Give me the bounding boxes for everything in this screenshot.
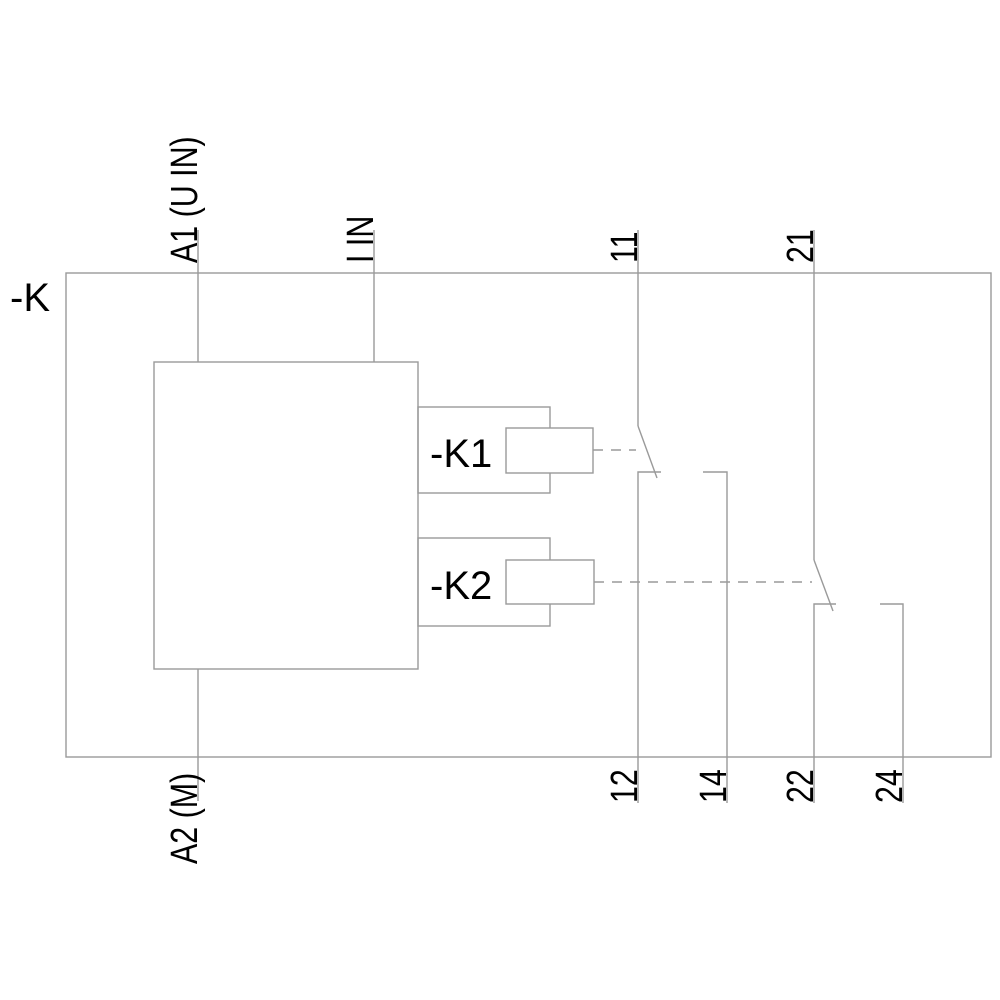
main-block xyxy=(153,361,419,670)
device-label: -K xyxy=(10,276,50,320)
terminal-label-22: 22 xyxy=(780,769,822,803)
terminal-line-12 xyxy=(637,471,661,803)
terminal-line-22 xyxy=(813,603,836,803)
device-outline xyxy=(65,272,992,758)
terminal-label-a1: A1 (U IN) xyxy=(164,136,206,263)
contact-k1-switch-arm xyxy=(637,425,658,479)
terminal-label-14: 14 xyxy=(693,769,735,803)
terminal-label-a2: A2 (M) xyxy=(164,772,206,864)
terminal-line-24 xyxy=(880,603,904,803)
terminal-label-iin: I IN xyxy=(340,215,382,263)
relay-k1-coil-box xyxy=(505,427,594,474)
terminal-label-12: 12 xyxy=(604,769,646,803)
terminal-label-24: 24 xyxy=(869,769,911,803)
relay-k1-label: -K1 xyxy=(430,432,493,476)
relay-k2-label: -K2 xyxy=(430,564,493,608)
relay-k2-coil-box xyxy=(505,559,595,605)
contact-k2-switch-arm xyxy=(813,559,834,612)
terminal-label-21: 21 xyxy=(780,229,822,263)
terminal-line-14 xyxy=(703,471,728,803)
terminal-label-11: 11 xyxy=(604,231,646,263)
